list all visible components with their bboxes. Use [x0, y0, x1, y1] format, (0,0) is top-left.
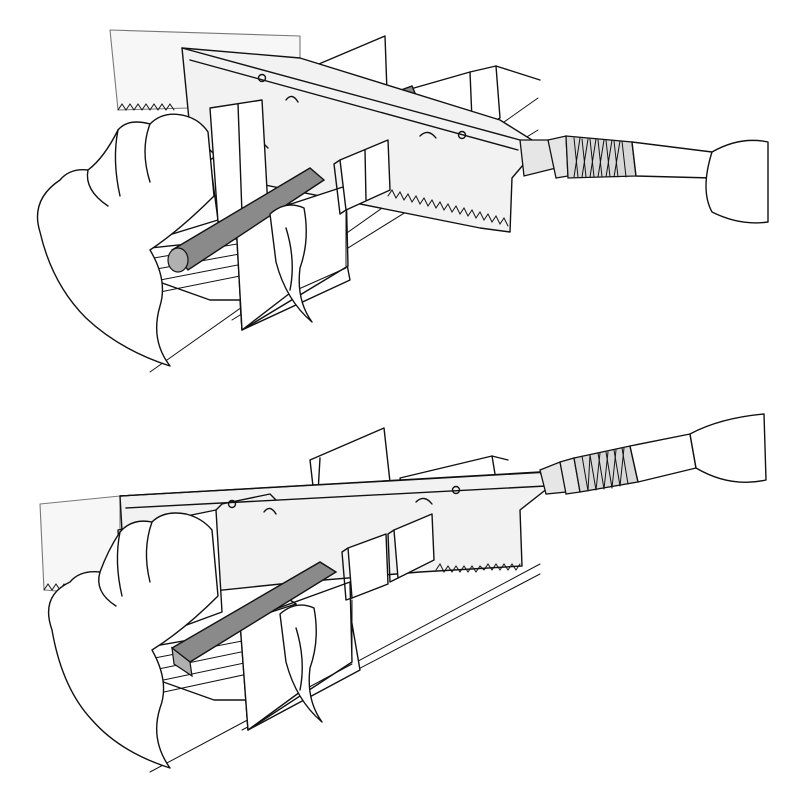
spine-screw-icon: [451, 485, 461, 495]
spine-screw-icon: [227, 499, 237, 509]
saw-handle: [539, 433, 697, 495]
left-hand: [36, 113, 313, 367]
right-hand: [705, 139, 769, 224]
left-hand: [47, 512, 323, 769]
right-hand: [689, 413, 767, 483]
saw-handle: [519, 135, 713, 179]
saw-blade: [181, 47, 541, 233]
spine-screw-icon: [257, 73, 267, 83]
square-stock-end-face: [171, 646, 193, 678]
round-dowel-stock: [167, 167, 326, 273]
dowel-end-face: [167, 247, 189, 273]
spine-screw-icon: [457, 130, 467, 140]
top-illustration-panel: [36, 29, 769, 373]
square-stock: [170, 561, 338, 678]
top-illustration-svg: [36, 29, 769, 373]
bottom-illustration-svg: [39, 413, 767, 773]
bottom-illustration-panel: [0, 400, 800, 800]
